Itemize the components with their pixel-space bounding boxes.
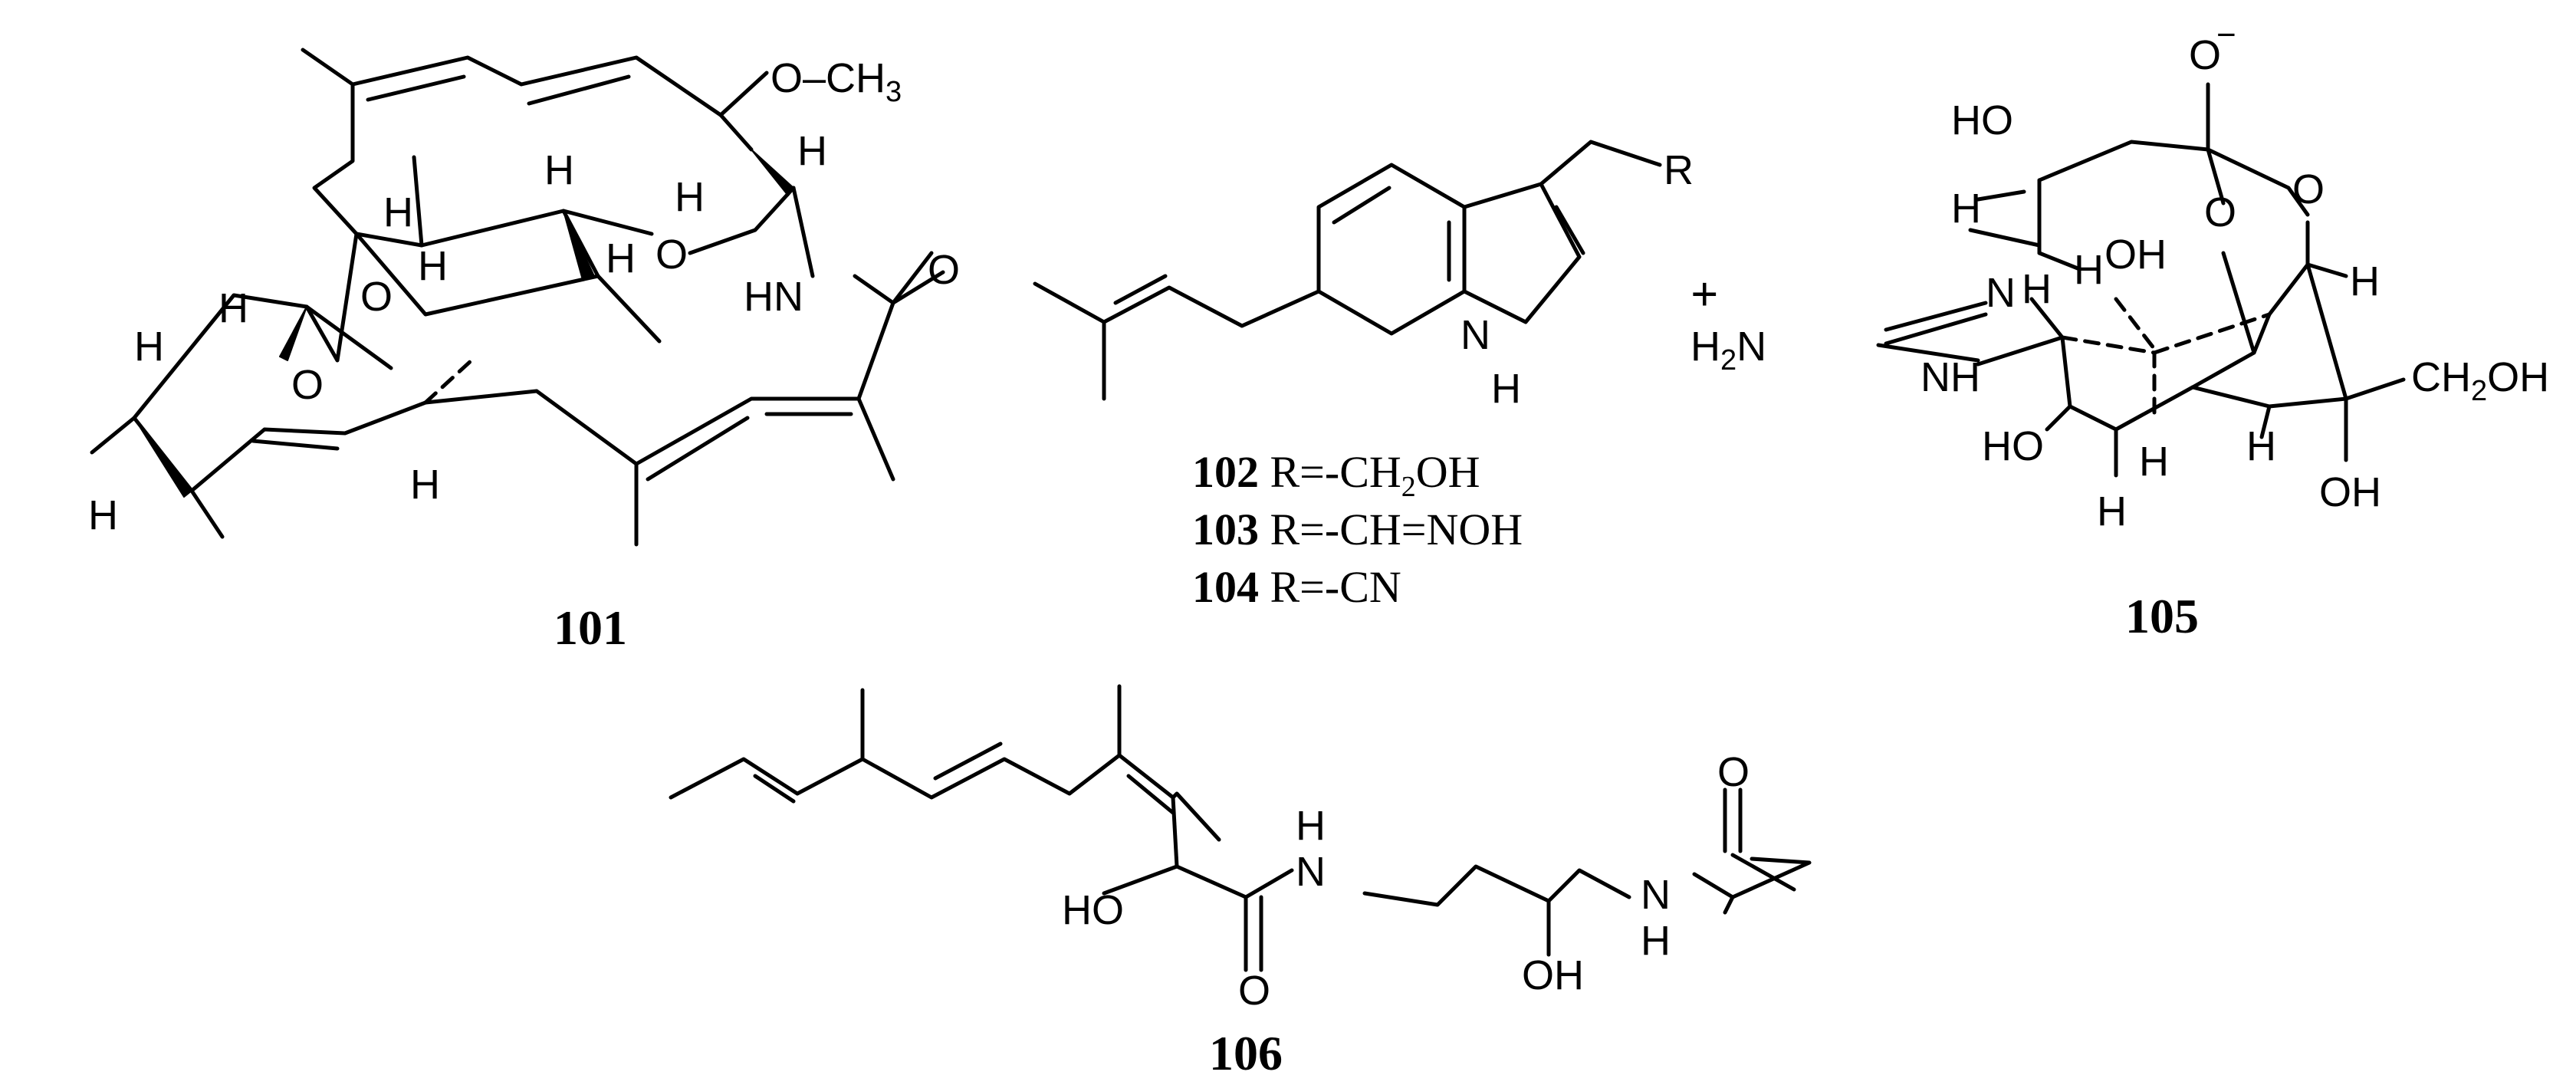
atom-h: H xyxy=(88,492,118,538)
structure-102-104: R N H 102 R=-CH2OH 103 R=-CH=NOH 104 R=-… xyxy=(1033,140,1694,612)
atom-o: O xyxy=(2204,189,2236,235)
atom-o: O xyxy=(656,232,688,278)
atom-oh: OH xyxy=(1522,952,1584,998)
atom-r: R xyxy=(1664,147,1694,193)
atom-ho: HO xyxy=(1982,423,2044,469)
atom-h: H xyxy=(2022,266,2052,312)
wedge-bond xyxy=(563,210,595,281)
atom-o: O xyxy=(1717,749,1750,795)
hydroxymethyl-label: CH2OH xyxy=(2411,354,2549,407)
compound-103-label: 103 R=-CH=NOH xyxy=(1192,505,1523,554)
compound-number-105: 105 xyxy=(2125,589,2199,643)
atom-n: N xyxy=(1296,849,1326,895)
compound-102-label: 102 R=-CH2OH xyxy=(1192,447,1480,503)
atom-h: H xyxy=(410,462,440,508)
atom-o: O xyxy=(360,274,393,320)
atom-h: H xyxy=(1641,918,1671,964)
structure-106: H N HO O OH N H O 106 xyxy=(669,684,1812,1080)
atom-h: H xyxy=(134,324,164,370)
atom-h: H xyxy=(797,128,827,174)
wedge-bond xyxy=(279,306,307,361)
atom-o: O xyxy=(928,247,960,293)
atom-h: H xyxy=(2246,423,2276,469)
atom-h: H xyxy=(1951,186,1981,232)
atom-o: O xyxy=(1238,968,1270,1014)
compound-104-label: 104 R=-CN xyxy=(1192,562,1401,612)
structure-101: O–CH3 H H H H H H O HN O O H O H H H 101 xyxy=(88,48,960,655)
atom-ho: HO xyxy=(1062,887,1124,933)
atom-h: H xyxy=(219,285,248,331)
charge-plus: + xyxy=(1691,267,1718,321)
atom-o: O xyxy=(2292,166,2325,212)
atom-oh: OH xyxy=(2104,232,2167,278)
atom-h: H xyxy=(2350,258,2380,304)
structure-105: O− HO H O O H OH N H H + H2N NH CH2OH HO… xyxy=(1691,16,2549,643)
atom-h: H xyxy=(383,189,413,235)
atom-h: H xyxy=(1491,366,1521,412)
atom-n: N xyxy=(1641,872,1671,918)
atom-oh: OH xyxy=(2319,469,2381,515)
atom-nh: NH xyxy=(1921,354,1980,400)
compound-number-101: 101 xyxy=(554,600,627,655)
atom-h: H xyxy=(2139,439,2169,485)
atom-hn: HN xyxy=(744,274,803,320)
atom-h: H xyxy=(2074,247,2104,293)
wedge-bond xyxy=(751,149,794,196)
methoxy-label: O–CH3 xyxy=(770,55,902,108)
atom-h: H xyxy=(544,147,574,193)
alkoxide-label: O− xyxy=(2189,16,2236,78)
atom-h: H xyxy=(2097,488,2127,534)
atom-h: H xyxy=(1296,803,1326,849)
atom-ho: HO xyxy=(1951,97,2013,143)
compound-number-106: 106 xyxy=(1209,1026,1283,1080)
ammonium-label: H2N xyxy=(1691,324,1766,376)
atom-n: N xyxy=(1986,270,2016,316)
atom-h: H xyxy=(606,235,636,281)
atom-o: O xyxy=(291,362,324,408)
wedge-bond xyxy=(133,417,192,498)
atom-n: N xyxy=(1460,312,1490,358)
atom-h: H xyxy=(675,174,705,220)
atom-h: H xyxy=(418,243,448,289)
